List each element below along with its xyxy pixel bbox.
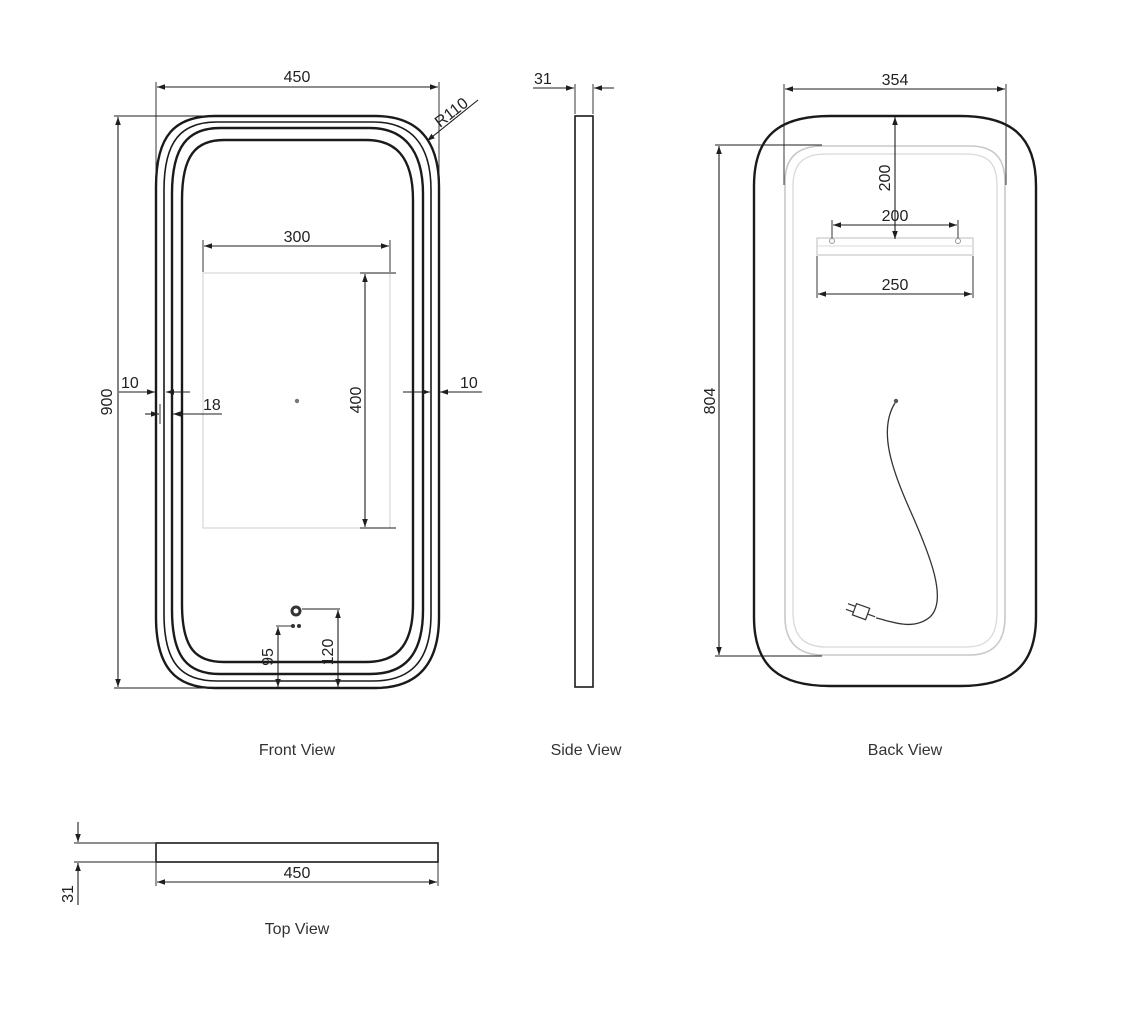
front-width-dimension: 450 <box>155 69 440 185</box>
plug-icon <box>845 602 876 621</box>
top-depth-dimension: 31 <box>60 822 155 905</box>
back-view: 354 804 200 200 250 Back View <box>702 72 1038 759</box>
inner-height-dimension: 400 <box>348 272 396 529</box>
front-height-dimension: 900 <box>99 115 216 689</box>
front-mirror-outline <box>154 114 441 690</box>
back-width-label: 354 <box>882 72 909 89</box>
bracket-width-label: 250 <box>882 277 909 294</box>
front-view: 450 R110 900 300 400 <box>99 69 482 759</box>
power-cable <box>845 398 938 626</box>
side-view: 31 Side View <box>533 71 622 759</box>
inner-height-label: 400 <box>348 387 365 414</box>
inner-width-label: 300 <box>284 229 311 246</box>
side-profile <box>574 115 594 688</box>
right-margin-dimension: 10 <box>403 375 482 395</box>
mounting-bracket <box>816 237 974 256</box>
side-depth-dimension: 31 <box>533 71 614 114</box>
switch-height-label: 120 <box>320 639 337 666</box>
top-width-dimension: 450 <box>155 862 439 886</box>
top-depth-label: 31 <box>60 885 77 903</box>
front-height-label: 900 <box>99 389 116 416</box>
switch-offset-dimension: 95 <box>260 625 292 687</box>
top-view-caption: Top View <box>265 921 330 938</box>
bracket-offset-dimension: 200 <box>877 117 898 239</box>
back-width-dimension: 354 <box>783 72 1007 185</box>
led-strip-inner <box>792 153 998 648</box>
side-view-caption: Side View <box>551 742 622 759</box>
inset-label: 18 <box>203 397 221 414</box>
left-margin-dimension: 10 <box>119 375 190 395</box>
top-width-label: 450 <box>284 865 311 882</box>
front-view-caption: Front View <box>259 742 336 759</box>
front-radius-dimension: R110 <box>426 95 479 142</box>
side-depth-label: 31 <box>534 71 552 88</box>
top-profile <box>155 842 439 863</box>
inner-width-dimension: 300 <box>202 229 391 272</box>
front-display-area <box>202 272 391 529</box>
back-outline <box>752 114 1038 688</box>
inset-dimension: 18 <box>145 396 222 424</box>
led-strip-outer <box>784 145 1006 656</box>
right-margin-label: 10 <box>460 375 478 392</box>
back-view-caption: Back View <box>868 742 943 759</box>
touch-switch <box>290 605 302 628</box>
bracket-width-dimension: 250 <box>816 256 974 298</box>
sensor-dot <box>294 398 300 404</box>
switch-height-dimension: 120 <box>302 608 341 687</box>
switch-offset-label: 95 <box>260 648 277 666</box>
bracket-hole-spacing-label: 200 <box>882 208 909 225</box>
bracket-hole-spacing-dimension: 200 <box>831 208 959 238</box>
top-view: 450 31 Top View <box>60 822 439 938</box>
front-width-label: 450 <box>284 69 311 86</box>
bracket-offset-label: 200 <box>877 165 894 192</box>
left-margin-label: 10 <box>121 375 139 392</box>
front-radius-label: R110 <box>432 95 472 131</box>
back-height-label: 804 <box>702 388 719 415</box>
back-height-dimension: 804 <box>702 144 822 657</box>
